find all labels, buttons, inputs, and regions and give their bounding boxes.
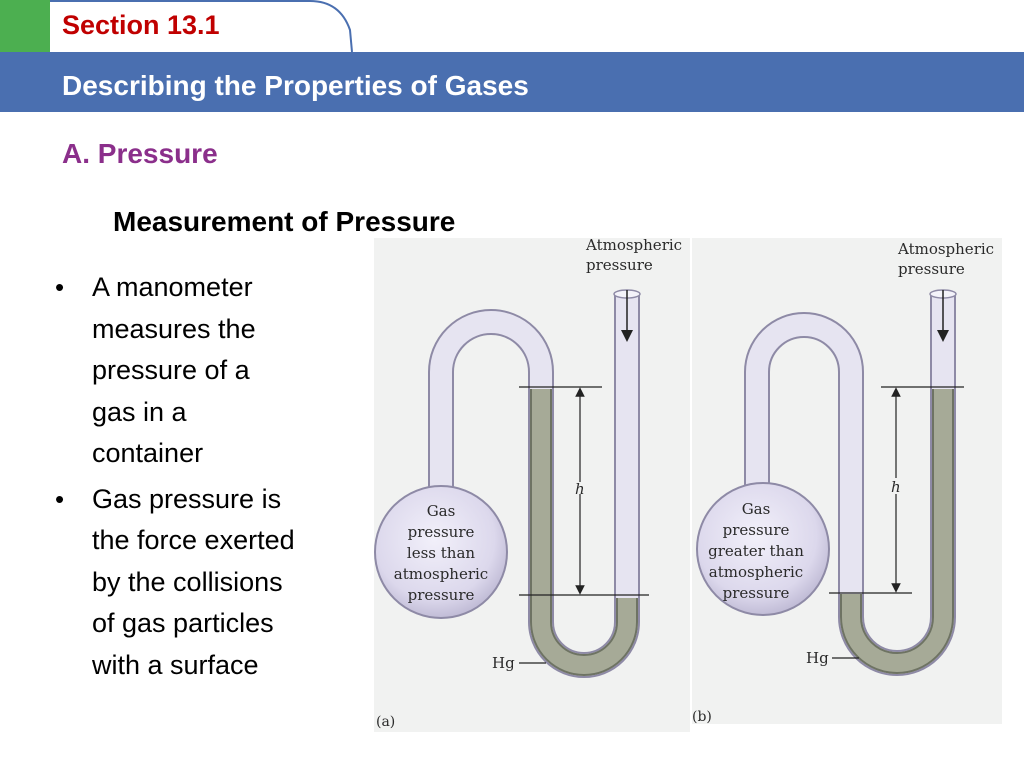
bulb-label-line: atmospheric: [709, 563, 803, 581]
section-color-block: [0, 0, 50, 52]
manometer-figure: Atmospheric pressure h Gas pressure less…: [374, 236, 1002, 732]
bullet-item: • A manometer measures the pressure of a…: [55, 267, 355, 475]
bulb-label-line: greater than: [708, 542, 804, 560]
bullet-item: • Gas pressure is the force exerted by t…: [55, 479, 355, 687]
panel-caption: (a): [376, 714, 395, 730]
atmospheric-label-line2: pressure: [586, 256, 653, 274]
title-bar: Describing the Properties of Gases: [0, 52, 1024, 112]
bulb-label-line: Gas: [427, 502, 456, 520]
mercury-label: Hg: [806, 649, 829, 667]
atmospheric-label-line1: Atmospheric: [897, 240, 994, 258]
bulb-label-line: Gas: [742, 500, 771, 518]
bullet-marker: •: [55, 483, 65, 514]
gas-bulb: [374, 485, 508, 619]
mercury-label: Hg: [492, 654, 515, 672]
section-label: Section 13.1: [62, 10, 220, 40]
atmospheric-label-line1: Atmospheric: [585, 236, 682, 254]
gas-bulb: [696, 482, 830, 616]
bullet-marker: •: [55, 272, 65, 302]
bullet-text: Gas pressure is the force exerted by the…: [92, 483, 295, 680]
atmospheric-label-line2: pressure: [898, 260, 965, 278]
bulb-label-line: pressure: [408, 586, 475, 604]
bulb-label-line: pressure: [408, 523, 475, 541]
height-label: h: [575, 480, 585, 498]
panel-a: Atmospheric pressure h Gas pressure less…: [374, 236, 690, 732]
slide-title: Describing the Properties of Gases: [62, 70, 529, 101]
bullet-list: • A manometer measures the pressure of a…: [55, 267, 355, 690]
figure-heading: Measurement of Pressure: [113, 206, 456, 237]
panel-caption: (b): [692, 709, 712, 725]
bullet-text: A manometer measures the pressure of a g…: [92, 272, 256, 468]
height-label: h: [891, 478, 901, 496]
bulb-label-line: atmospheric: [394, 565, 488, 583]
bulb-label-line: less than: [407, 544, 475, 562]
subheading: A. Pressure: [62, 138, 218, 169]
bulb-label-line: pressure: [723, 521, 790, 539]
panel-b: Atmospheric pressure h Gas pressure grea…: [692, 238, 1002, 725]
section-tab-outline: [50, 0, 353, 53]
bulb-label-line: pressure: [723, 584, 790, 602]
